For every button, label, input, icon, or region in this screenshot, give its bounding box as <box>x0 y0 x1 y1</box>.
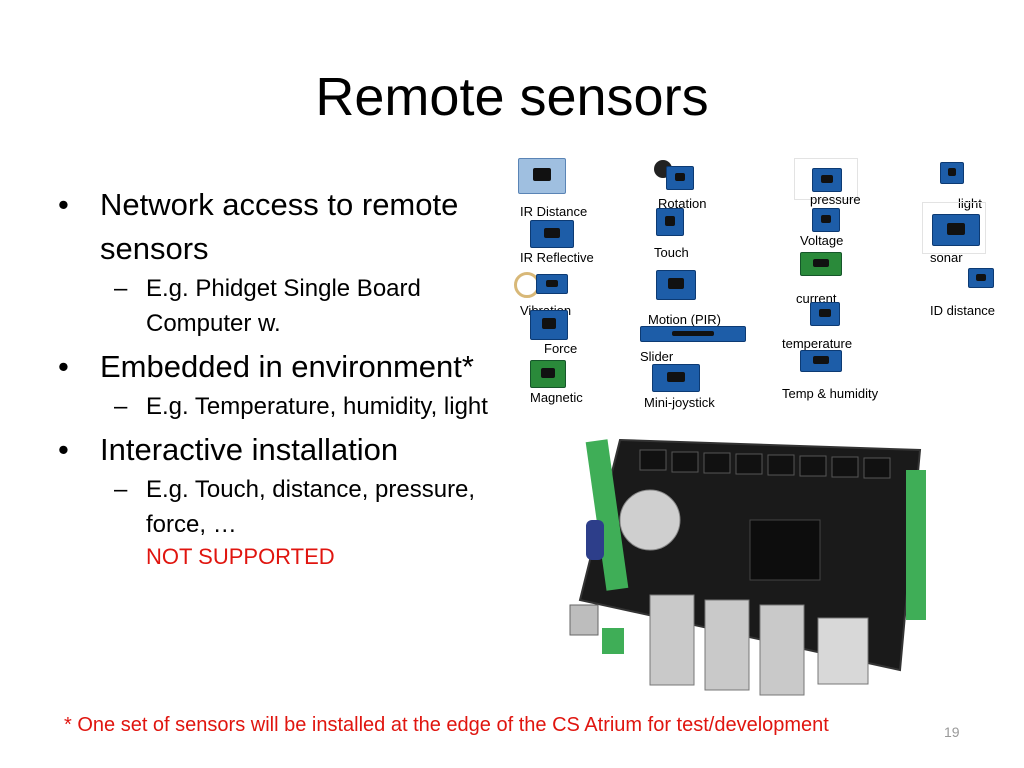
dash-icon: – <box>114 476 128 503</box>
voltage-sensor-image <box>812 208 840 232</box>
sub-bullet-item: –E.g. Touch, distance, pressure, force, … <box>58 472 508 542</box>
bullet-item: • Network access to remote sensors <box>58 183 508 271</box>
power-jack <box>569 604 599 636</box>
id-distance-sensor-image <box>968 268 994 288</box>
sub-bullet-text: E.g. Temperature, humidity, light <box>146 393 488 420</box>
bullet-text: Network access to remote sensors <box>100 187 459 266</box>
sub-bullet-text: E.g. Phidget Single Board Computer w. <box>146 275 421 337</box>
temp-humidity-sensor-image <box>800 350 842 372</box>
temp-humidity-label: Temp & humidity <box>782 386 879 401</box>
motion-pir-sensor-image <box>656 270 696 300</box>
bullet-item: • Embedded in environment* <box>58 345 508 389</box>
sub-bullet-text: E.g. Touch, distance, pressure, force, … <box>146 476 476 538</box>
pressure-label: pressure <box>810 192 861 207</box>
phidget-board-image <box>569 438 926 696</box>
bullet-text: Interactive installation <box>100 432 399 467</box>
bullet-item: • Interactive installation <box>58 428 508 472</box>
magnetic-label: Magnetic <box>530 390 583 405</box>
not-supported-note: NOT SUPPORTED <box>146 544 335 569</box>
vibration-sensor-image <box>536 274 568 294</box>
id-distance-label: ID distance <box>930 303 996 318</box>
slide-title: Remote sensors <box>315 67 709 127</box>
mini-joystick-sensor-image <box>652 364 700 392</box>
battery-holder <box>619 489 681 551</box>
screw-terminals-right <box>906 470 926 620</box>
slider-sensor-image <box>640 326 746 342</box>
bullet-text: Embedded in environment* <box>100 349 474 384</box>
bullet-dot-icon: • <box>58 187 69 222</box>
ir-distance-sensor-image <box>518 158 566 194</box>
light-label: light <box>958 196 982 211</box>
pressure-sensor-image <box>812 168 842 192</box>
bullet-list: •Network access to remote sensors –E.g. … <box>58 183 508 572</box>
ir-distance-label: IR Distance <box>520 204 588 219</box>
light-sensor-image <box>940 162 964 184</box>
capacitor <box>586 520 604 560</box>
sub-bullet-item: –E.g. Phidget Single Board Computer w. <box>58 271 508 341</box>
magnetic-sensor-image <box>530 360 566 388</box>
slide-number: 19 <box>944 724 960 740</box>
touch-sensor-image <box>656 208 684 236</box>
sub-bullet-item: –E.g. Temperature, humidity, light <box>58 389 508 424</box>
bullet-dot-icon: • <box>58 349 69 384</box>
temperature-sensor-image <box>810 302 840 326</box>
sonar-label: sonar <box>930 250 963 265</box>
rotation-label: Rotation <box>658 196 707 211</box>
pressure-image-frame <box>794 158 858 200</box>
screw-terminals-left <box>585 439 629 591</box>
rotation-sensor-image <box>666 166 694 190</box>
touch-label: Touch <box>654 245 689 260</box>
dash-icon: – <box>114 275 128 302</box>
ir-reflective-label: IR Reflective <box>520 250 594 265</box>
mini-joystick-label: Mini-joystick <box>644 395 715 410</box>
connector-row-top <box>639 449 891 479</box>
usb-ports <box>649 594 805 696</box>
dash-icon: – <box>114 393 128 420</box>
force-sensor-image <box>530 310 568 340</box>
current-sensor-image <box>800 252 842 276</box>
ethernet-port <box>817 617 869 685</box>
voltage-label: Voltage <box>800 233 844 248</box>
temperature-label: temperature <box>782 336 853 351</box>
sonar-image-frame <box>922 202 986 254</box>
slider-label: Slider <box>640 349 674 364</box>
sonar-sensor-image <box>932 214 980 246</box>
footnote: * One set of sensors will be installed a… <box>64 714 829 736</box>
motion-pir-label: Motion (PIR) <box>648 312 721 327</box>
ir-reflective-sensor-image <box>530 220 574 248</box>
power-terminal <box>602 628 624 654</box>
main-chip <box>749 519 821 581</box>
force-label: Force <box>544 341 578 356</box>
bullet-dot-icon: • <box>58 432 69 467</box>
